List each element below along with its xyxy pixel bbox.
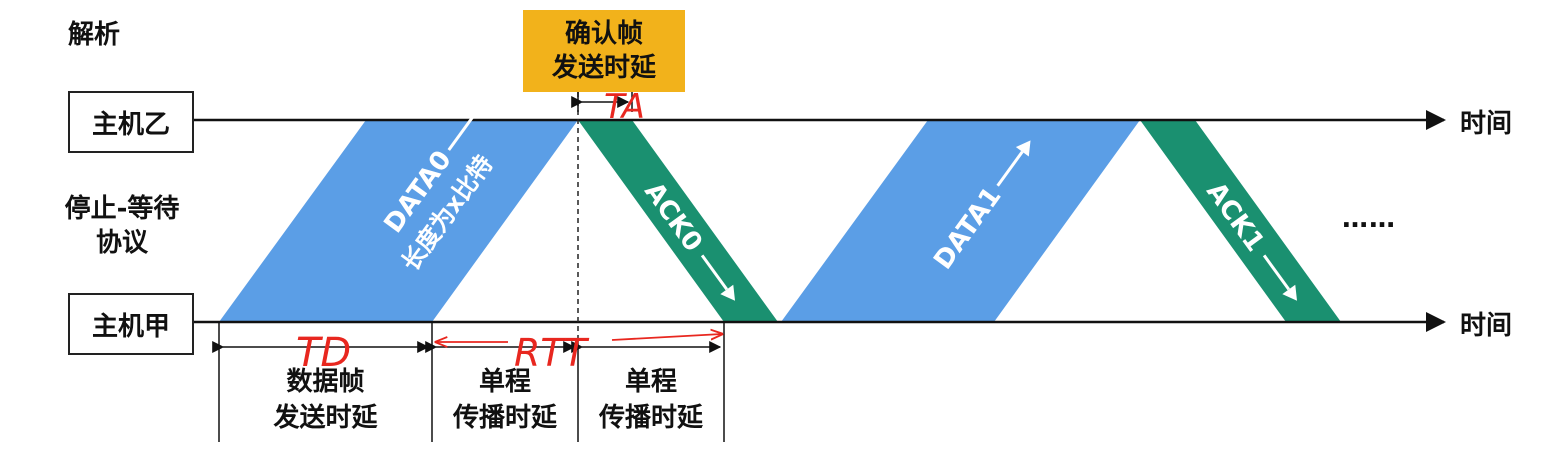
host-a-box: 主机甲 [68, 293, 194, 355]
time-label-bottom: 时间 [1460, 311, 1513, 341]
dim3-line-2: 传播时延 [598, 403, 703, 433]
dim2-line-1: 单程 [478, 367, 531, 397]
host-b-box: 主机乙 [68, 91, 194, 153]
handwritten-td: TD [296, 330, 351, 376]
ack1-arrowhead [1282, 284, 1298, 301]
ack-transmission-delay-box: 确认帧 发送时延 [523, 10, 685, 92]
data-transmission-delay-label: 数据帧 发送时延 [219, 364, 432, 436]
protocol-line-1: 停止-等待 [64, 194, 180, 224]
ack1-arrow [1262, 254, 1291, 291]
handwritten-rtt-arrow-right [611, 334, 722, 341]
protocol-line-2: 协议 [95, 228, 148, 258]
dim2-line-2: 传播时延 [452, 403, 557, 433]
host-a-label: 主机甲 [91, 311, 170, 342]
data1-arrow [996, 150, 1024, 187]
handwritten-ta: TA [604, 87, 645, 127]
data0-arrowhead [471, 98, 487, 115]
ack0-label-group: ACK0 [638, 177, 736, 301]
host-b-label: 主机乙 [91, 109, 170, 140]
confirm-line-2: 发送时延 [551, 53, 656, 83]
data1-arrowhead [1015, 140, 1031, 157]
dim1-line-1: 数据帧 [286, 367, 365, 397]
ack0-arrowhead [720, 284, 736, 301]
dim1-line-2: 发送时延 [273, 403, 378, 433]
handwritten-rtt: RTT [514, 331, 590, 375]
ack0-arrow [700, 254, 729, 291]
data0-arrow [447, 108, 480, 151]
ack1-label-group: ACK1 [1200, 177, 1298, 301]
data0-frame [219, 120, 578, 322]
dim3-line-1: 单程 [624, 367, 677, 397]
time-label-top: 时间 [1460, 109, 1513, 139]
confirm-line-1: 确认帧 [564, 19, 643, 49]
protocol-label: 停止-等待 协议 [58, 192, 186, 260]
page-heading: 解析 [68, 20, 121, 50]
ack1-frame [1140, 120, 1341, 322]
propagation-delay-label-1: 单程 传播时延 [432, 364, 578, 436]
continuation-ellipsis: …… [1342, 204, 1396, 234]
ack0-frame [578, 120, 778, 322]
propagation-delay-label-2: 单程 传播时延 [578, 364, 724, 436]
data1-frame [781, 120, 1140, 322]
